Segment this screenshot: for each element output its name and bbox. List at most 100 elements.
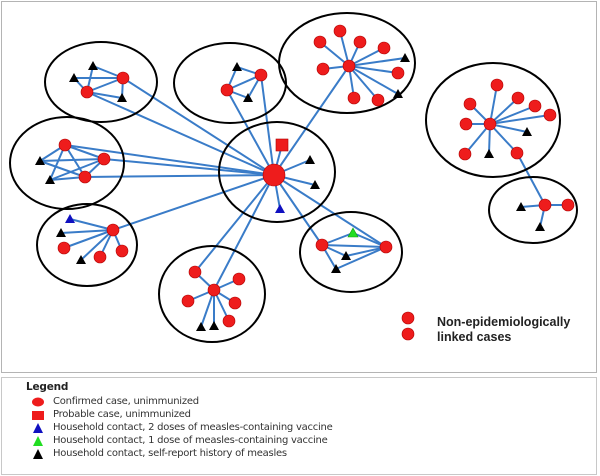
cluster-outline-bottom-mid — [158, 245, 266, 343]
contact-history-node — [535, 222, 545, 231]
transmission-edge — [345, 246, 387, 257]
transmission-edge — [335, 246, 387, 270]
contact-history-node — [516, 202, 526, 211]
cluster-outline-top-left — [44, 41, 158, 123]
legend-panel: Legend Confirmed case, unimmunized Proba… — [1, 377, 597, 475]
contact-history-node — [484, 149, 494, 158]
green-triangle-icon — [33, 436, 43, 446]
transmission-edge — [103, 158, 275, 176]
confirmed-case-node — [459, 117, 473, 131]
edges-layer — [39, 30, 569, 328]
confirmed-case-node — [97, 152, 111, 166]
contact-history-node — [331, 264, 341, 273]
confirmed-case-node — [188, 265, 202, 279]
transmission-edge — [348, 65, 399, 95]
contact-history-node — [117, 93, 127, 102]
transmission-edge — [464, 123, 491, 155]
contact-history-node — [305, 155, 315, 164]
confirmed-case-node — [377, 41, 391, 55]
legend-label: Probable case, unimmunized — [53, 409, 191, 420]
contact-history-node — [196, 322, 206, 331]
annotation-line-2: linked cases — [437, 330, 511, 344]
confirmed-case-node — [483, 117, 497, 131]
confirmed-case-node — [315, 238, 329, 252]
transmission-edge — [489, 123, 528, 133]
red-square-icon — [32, 411, 44, 420]
transmission-edge — [321, 244, 387, 248]
legend-label: Household contact, self-report history o… — [53, 448, 287, 459]
contact-history-node — [88, 61, 98, 70]
legend-item-confirmed-case: Confirmed case, unimmunized — [30, 395, 199, 408]
confirmed-case-node — [510, 146, 524, 160]
transmission-edge — [112, 174, 275, 231]
confirmed-case-node — [58, 138, 72, 152]
annotation-case-marker — [401, 311, 415, 325]
contact-history-node — [56, 228, 66, 237]
confirmed-case-node — [333, 24, 347, 38]
index-case-node — [262, 163, 286, 187]
confirmed-case-node — [347, 91, 361, 105]
legend-label: Confirmed case, unimmunized — [53, 396, 199, 407]
contact-two-dose-node — [65, 214, 75, 223]
confirmed-case-node — [463, 97, 477, 111]
contact-history-node — [209, 321, 219, 330]
contact-history-node — [243, 93, 253, 102]
cluster-outline-left — [9, 116, 125, 210]
legend-item-one-dose-contact: Household contact, 1 dose of measles-con… — [30, 434, 328, 447]
contact-one-dose-node — [347, 227, 359, 238]
confirmed-case-node — [116, 71, 130, 85]
legend-item-history-contact: Household contact, self-report history o… — [30, 447, 287, 460]
transmission-edge — [213, 174, 275, 291]
transmission-edge — [80, 229, 114, 261]
confirmed-case-node — [391, 66, 405, 80]
legend-label: Household contact, 1 dose of measles-con… — [53, 435, 328, 446]
transmission-edge — [489, 123, 518, 154]
nodes-layer — [35, 24, 575, 331]
legend-item-probable-case: Probable case, unimmunized — [30, 408, 191, 421]
confirmed-case-node — [353, 35, 367, 49]
transmission-edge — [489, 97, 519, 125]
confirmed-case-node — [57, 241, 71, 255]
transmission-edge — [64, 144, 105, 160]
red-circle-icon — [32, 397, 44, 407]
contact-history-node — [522, 127, 532, 136]
confirmed-case-node — [342, 59, 356, 73]
confirmed-case-node — [561, 198, 575, 212]
transmission-edge — [86, 77, 124, 93]
transmission-edge — [273, 174, 323, 246]
contact-history-node — [341, 251, 351, 260]
non-epi-linked-annotation: Non-epidemiologically linked cases — [401, 311, 570, 344]
transmission-edge — [273, 65, 350, 176]
transmission-edge — [273, 174, 387, 248]
transmission-edge — [260, 74, 275, 176]
confirmed-case-node — [528, 99, 542, 113]
clusters-layer — [9, 12, 578, 343]
transmission-edge — [348, 57, 406, 67]
black-triangle-icon — [33, 449, 43, 459]
transmission-edge — [348, 47, 385, 67]
transmission-edge — [86, 91, 275, 176]
contact-history-node — [76, 255, 86, 264]
confirmed-case-node — [313, 35, 327, 49]
transmission-edge — [200, 289, 215, 328]
probable-case-node — [275, 138, 289, 152]
contact-history-node — [35, 156, 45, 165]
confirmed-case-node — [379, 240, 393, 254]
cluster-outline-right-mid — [299, 211, 403, 293]
transmission-edge — [64, 144, 275, 176]
transmission-edge — [69, 218, 114, 231]
contact-two-dose-node — [275, 204, 285, 213]
contact-history-node — [400, 53, 410, 62]
contact-history-node — [393, 89, 403, 98]
cluster-outline-left-lower — [36, 203, 138, 287]
annotation-line-1: Non-epidemiologically — [437, 315, 570, 329]
transmission-edge — [84, 174, 275, 178]
cluster-outline-far-right — [425, 62, 561, 178]
confirmed-case-node — [316, 62, 330, 76]
confirmed-case-node — [228, 296, 242, 310]
transmission-edge — [63, 229, 114, 249]
cluster-outline-hub — [218, 121, 336, 223]
confirmed-case-node — [222, 314, 236, 328]
confirmed-case-node — [207, 283, 221, 297]
transmission-edge — [39, 158, 105, 162]
